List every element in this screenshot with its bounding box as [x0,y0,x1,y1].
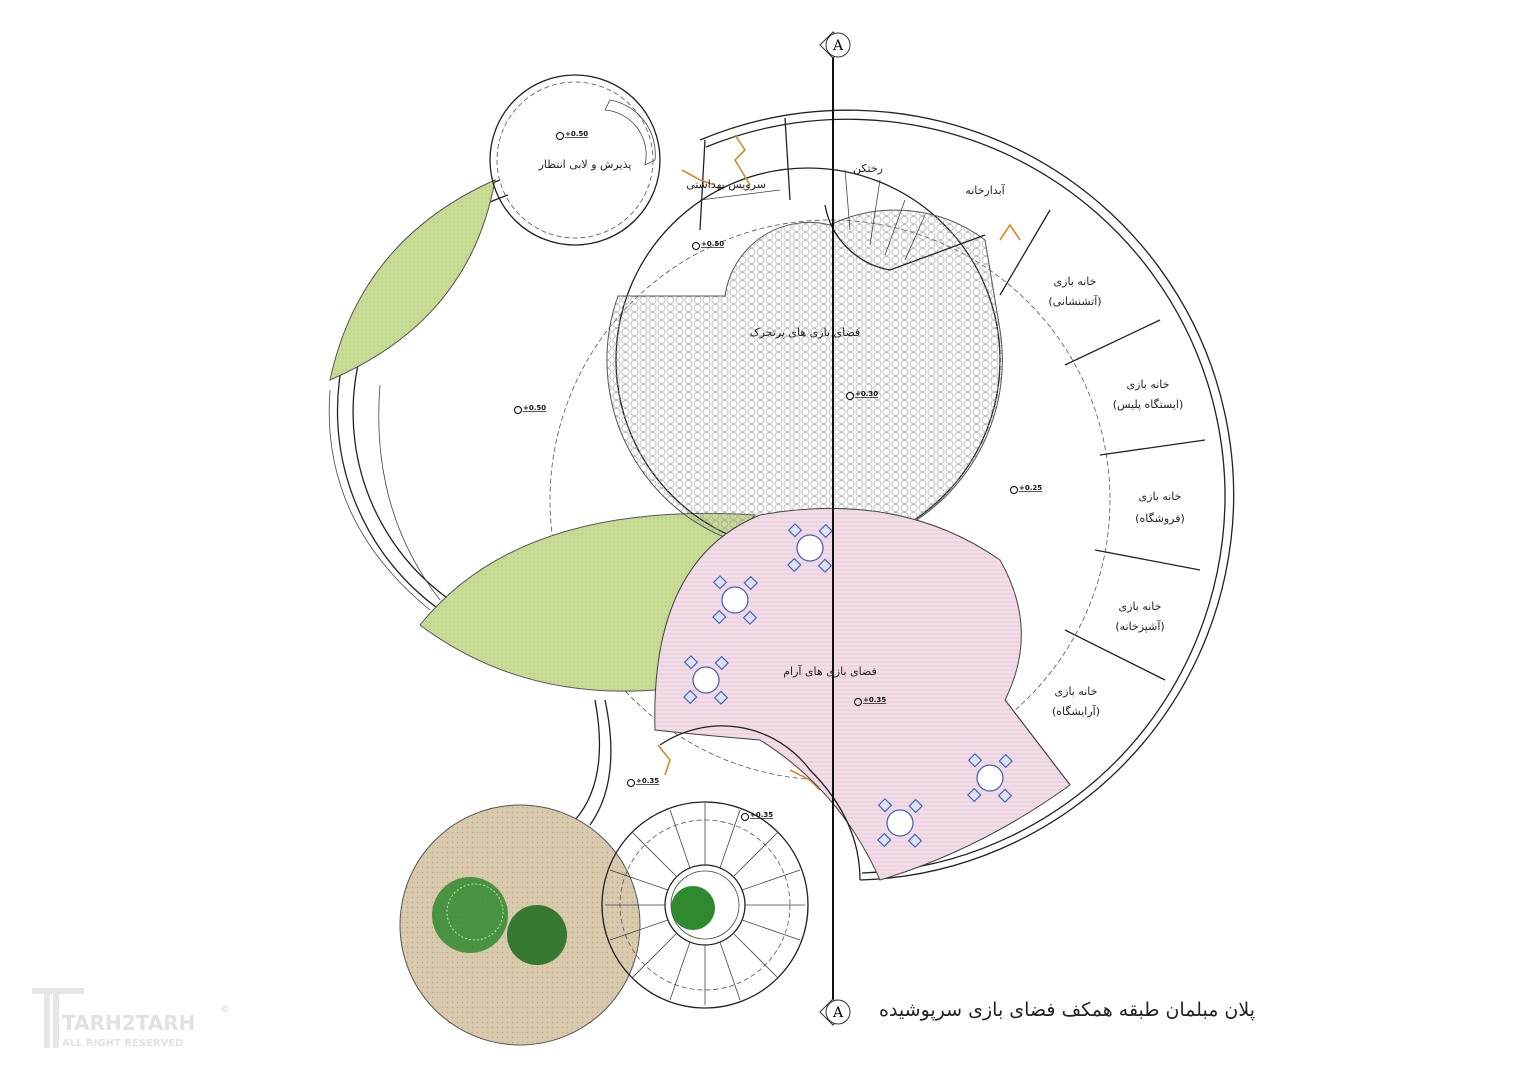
section-marker-bottom: A [825,999,851,1025]
playhouse-name: (آشپزخانه) [1115,619,1164,633]
level-lower-entry: +0.35 [636,777,659,785]
section-marker-label: A [832,1005,844,1021]
playhouse-name: (آتشنشانی) [1048,294,1101,308]
playhouse-salon: خانه بازی (آرایشگاه) [1052,685,1100,718]
playhouse-shop: خانه بازی (فروشگاه) [1135,490,1185,525]
room-label-pantry: آبدارخانه [965,183,1005,197]
lower-ramp [574,699,612,826]
playhouse-police: خانه بازی (ایستگاه پلیس) [1113,378,1184,411]
playhouse-title: خانه بازی [1139,490,1182,503]
spiral-stair [601,801,809,1009]
stair-hall-wall [659,725,861,881]
room-label-active-play: فضای بازی های پرتحرک [750,326,861,339]
changing-room [699,117,986,271]
playhouse-title: خانه بازی [1127,378,1170,391]
room-label-changing: رختکن [853,162,883,175]
doors [657,134,1021,791]
level-stair-hall: +0.35 [750,811,773,819]
lawn-upper [329,179,496,381]
playhouse-name: (آرایشگاه) [1052,704,1100,718]
playhouse-partitions [999,209,1206,786]
level-active-play: +0.30 [855,390,878,398]
level-markers: +0.50 +0.50 +0.50 +0.30 +0.25 +0.35 +0.3… [514,130,1042,821]
lobby-room [489,74,661,246]
table-set [787,523,833,573]
table-set [683,655,729,705]
section-marker-label: A [832,38,844,54]
playhouse-fire-station: خانه بازی (آتشنشانی) [1048,275,1101,308]
drawing-title: پلان مبلمان طبقه همکف فضای بازی سرپوشیده [879,999,1255,1021]
logo-subtitle: ALL RIGHT RESERVED [62,1038,183,1049]
level-corridor: +0.25 [1019,484,1042,492]
calm-play-floor [654,507,1071,881]
room-label-toilets: سرویس بهداشتی [686,178,766,191]
stair-treads [605,803,805,1005]
playhouse-name: (ایستگاه پلیس) [1113,398,1184,411]
tree-icon [432,877,567,965]
playhouse-name: (فروشگاه) [1135,512,1185,525]
playhouse-title: خانه بازی [1054,275,1097,288]
playhouse-title: خانه بازی [1055,685,1098,698]
level-service: +0.50 [701,240,724,248]
outer-ring-wall [549,109,1235,881]
level-lobby: +0.50 [565,130,588,138]
logo-name: TARH2TARH [62,1011,195,1035]
stair-tree-icon [671,886,715,930]
playhouse-title: خانه بازی [1119,600,1162,613]
table-set [877,798,923,848]
table-set [712,575,758,625]
corridor-edge [549,219,1111,781]
section-marker-top: A [825,32,851,58]
level-calm-play: +0.35 [863,696,886,704]
furniture [683,523,1013,848]
table-set [967,753,1013,803]
playhouse-kitchen: خانه بازی (آشپزخانه) [1115,600,1164,633]
level-left-hall: +0.50 [523,404,546,412]
room-label-lobby: پذیرش و لابی انتظار [538,158,632,171]
room-label-calm-play: فضای بازی های آرام [783,664,877,678]
logo-copyright: © [220,1004,230,1015]
watermark-logo: TARH2TARH ALL RIGHT RESERVED © [32,988,230,1049]
active-play-floor [606,209,1003,553]
